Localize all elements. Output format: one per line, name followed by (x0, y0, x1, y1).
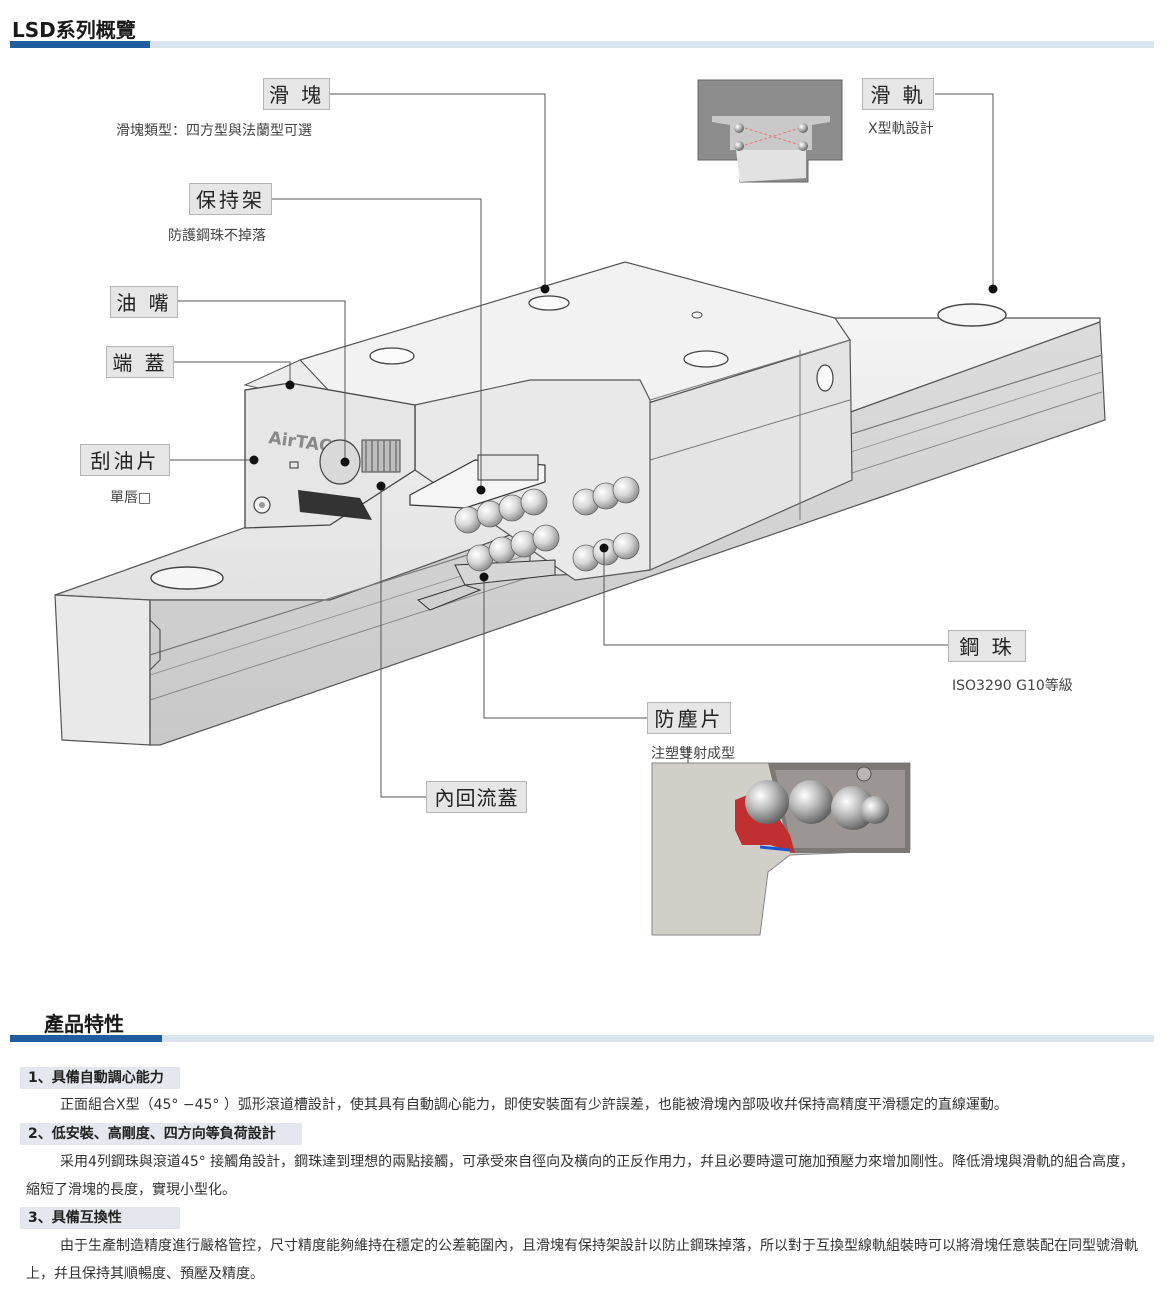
callout-scraper-label: 刮油片 (80, 444, 170, 476)
feature-1-heading: 1、具備自動調心能力 (20, 1067, 180, 1089)
feature-2-heading: 2、低安裝、高剛度、四方向等負荷設計 (20, 1123, 302, 1145)
rail-cross-section (697, 79, 843, 183)
features-title-bar (10, 1035, 1154, 1042)
callout-retainer-label: 保持架 (189, 183, 272, 215)
overview-title-bar (10, 41, 1154, 48)
feature-1-text: 正面組合X型（45° −45° ）弧形滾道槽設計，使其具有自動調心能力，即使安裝… (60, 1097, 1008, 1113)
callout-grease-nipple-label: 油 嘴 (110, 286, 178, 318)
feature-2-text: 采用4列鋼珠與滾道45° 接觸角設計，鋼珠達到理想的兩點接觸，可承受來自徑向及橫… (26, 1154, 1135, 1198)
feature-3-heading: 3、具備互換性 (20, 1207, 180, 1229)
steel-balls (454, 476, 640, 572)
callout-dust-plate-desc: 注塑雙射成型 (651, 746, 735, 762)
overview-title: LSD系列概覽 (12, 18, 136, 42)
callout-slider-desc: 滑塊類型：四方型與法蘭型可選 (116, 123, 312, 139)
linear-guide-diagram: AirTAC (54, 79, 1106, 936)
end-cap: AirTAC (244, 382, 416, 529)
features-title: 產品特性 (44, 1012, 124, 1036)
dust-plate-detail (651, 762, 911, 936)
callout-inner-cover-label: 內回流蓋 (426, 781, 527, 813)
callout-end-cap-label: 端 蓋 (106, 346, 174, 378)
leader-lines (170, 93, 994, 798)
callout-dust-plate-label: 防塵片 (647, 702, 731, 734)
callout-rail-desc: X型軌設計 (868, 121, 934, 137)
callout-steel-ball-label: 鋼 珠 (948, 630, 1026, 662)
callout-slider-label: 滑 塊 (263, 78, 330, 110)
callout-scraper-desc: 單唇□ (110, 490, 152, 506)
callout-retainer-desc: 防護鋼珠不掉落 (168, 228, 266, 244)
leader-dots (249, 284, 998, 582)
callout-rail-label: 滑 軌 (862, 78, 934, 110)
callout-steel-ball-desc: ISO3290 G10等級 (952, 678, 1073, 694)
feature-3-text: 由于生產制造精度進行嚴格管控，尺寸精度能夠維持在穩定的公差範圍內，且滑塊有保持架… (26, 1238, 1138, 1282)
